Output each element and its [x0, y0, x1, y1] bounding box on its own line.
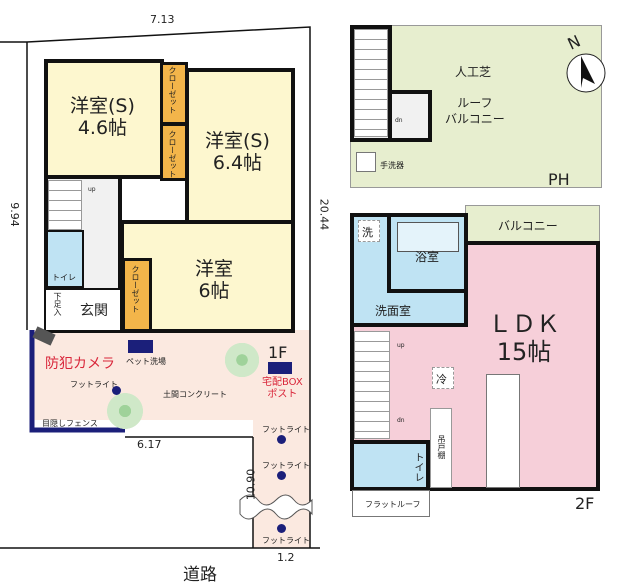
- footlight-icon: [112, 386, 121, 395]
- up-label: up: [397, 342, 405, 349]
- cabinet-label: 吊戸棚: [437, 435, 446, 459]
- footlight-icon: [277, 435, 286, 444]
- toilet-label: トイレ: [412, 452, 423, 482]
- room-name: 洋室(S)6.4帖: [205, 130, 270, 174]
- fridge-space: [432, 367, 454, 389]
- room-name: 洋室(S)4.6帖: [70, 95, 135, 139]
- concrete-label: 土間コンクリート: [163, 390, 227, 399]
- fence-label: 目隠しフェンス: [42, 419, 98, 428]
- stairs: [354, 331, 390, 439]
- closet-label: クローゼット: [168, 130, 177, 178]
- dimension-top: 7.13: [150, 13, 175, 26]
- closet-label: クローゼット: [131, 265, 140, 313]
- compass-icon: [566, 53, 606, 93]
- delivery-box-icon: [268, 362, 292, 374]
- shoe-cabinet-label: 下足入: [53, 292, 62, 316]
- footlight-label: フットライト: [262, 425, 310, 434]
- flat-roof: [352, 490, 430, 517]
- floor-label-1f: 1F: [268, 343, 288, 362]
- stairs: [354, 29, 388, 137]
- toilet-1f: [46, 230, 84, 288]
- security-camera-label: 防犯カメラ: [45, 356, 115, 372]
- tree-icon: [222, 340, 262, 380]
- up-label: up: [88, 186, 96, 193]
- western-room-6: [120, 220, 295, 333]
- fridge-label: 冷: [436, 373, 447, 386]
- lot-boundary: [0, 26, 320, 549]
- entrance-label: 玄関: [80, 303, 108, 319]
- closet: [122, 258, 152, 332]
- dimension-bottom: 6.17: [137, 438, 162, 451]
- sink-label: 手洗器: [380, 161, 404, 170]
- road-label: 道路: [183, 565, 217, 585]
- closet: [160, 123, 188, 181]
- floor-label-2f: 2F: [575, 494, 595, 513]
- washer-space: [358, 220, 380, 242]
- toilet-label: トイレ: [52, 273, 76, 282]
- turf-label: 人工芝: [455, 65, 492, 79]
- flat-roof-label: フラットルーフ: [365, 500, 421, 509]
- footlight-icon: [277, 524, 286, 533]
- laundry-label: 洗: [362, 226, 373, 239]
- toilet-2f: [350, 440, 430, 491]
- stairs: [48, 180, 82, 230]
- pet-wash-label: ペット洗場: [126, 357, 166, 366]
- landing: [388, 90, 432, 142]
- footlight-label: フットライト: [262, 461, 310, 470]
- dimension-path: 10.90: [244, 468, 258, 501]
- sink-icon: [356, 152, 376, 172]
- pet-wash-icon: [128, 340, 153, 353]
- balcony-label: バルコニー: [498, 219, 558, 233]
- dimension-left: 9.94: [7, 202, 21, 227]
- floor-label-ph: PH: [548, 170, 570, 189]
- bath-label: 浴室: [415, 250, 440, 264]
- tree-icon: [104, 390, 146, 432]
- dimension-path-width: 1.2: [277, 551, 295, 564]
- bathtub-icon: [397, 222, 459, 252]
- footlight-label: フットライト: [70, 380, 118, 389]
- dimension-right: 20.44: [317, 198, 331, 231]
- roof-balcony-label: ルーフバルコニー: [445, 96, 505, 126]
- kitchen-counter: [486, 374, 520, 488]
- footlight-icon: [277, 471, 286, 480]
- cabinet: [430, 408, 452, 488]
- footlight-label: フットライト: [262, 536, 310, 545]
- dn-label: dn: [397, 417, 405, 424]
- entrance: [46, 288, 120, 330]
- washroom-label: 洗面室: [375, 304, 412, 318]
- closet-label: クローゼット: [168, 66, 177, 114]
- dn-label: dn: [395, 117, 403, 124]
